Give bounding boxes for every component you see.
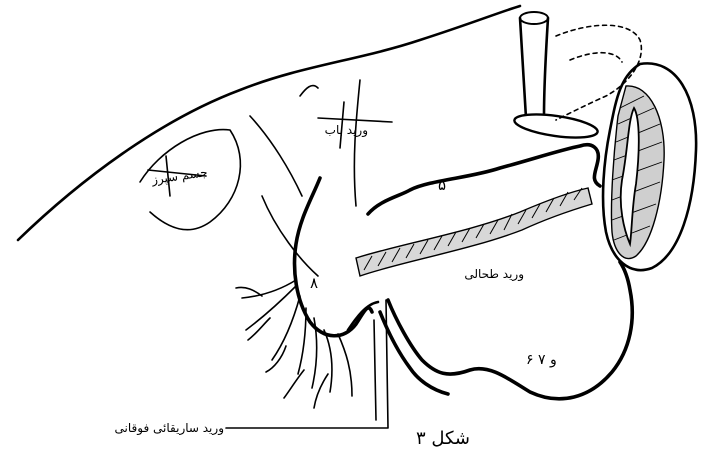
label-number-6-7: ۶ و ۷	[526, 352, 557, 368]
label-splenic-vein: ورید طحالی	[464, 267, 524, 282]
liver-outline	[18, 6, 520, 240]
figure-caption: شکل ۳	[416, 428, 470, 449]
label-portal-vein: ورید باب	[325, 123, 368, 138]
label-number-5: ۵	[438, 176, 446, 194]
stomach-lower-outline	[388, 262, 632, 399]
portal-vein-right-line	[354, 80, 360, 206]
mesenteric-arc	[262, 196, 318, 276]
label-number-8: ۸	[310, 274, 318, 292]
portal-vein-pointer	[318, 118, 392, 122]
esophagus	[520, 12, 548, 118]
label-spleen: جسم سپرز	[150, 165, 209, 188]
duodenum-curve	[380, 312, 448, 394]
fundus-dashed-inner	[570, 53, 622, 62]
portal-vein-left-line	[250, 116, 302, 196]
label-superior-mesenteric-vein: ورید ساریقائی فوقانی	[115, 421, 224, 436]
mesenteric-pointer-tick	[374, 320, 376, 420]
liver-notch	[300, 86, 318, 96]
splenic-vein	[356, 188, 592, 276]
cardia-opening	[513, 110, 599, 141]
mesenteric-branches	[236, 280, 352, 408]
